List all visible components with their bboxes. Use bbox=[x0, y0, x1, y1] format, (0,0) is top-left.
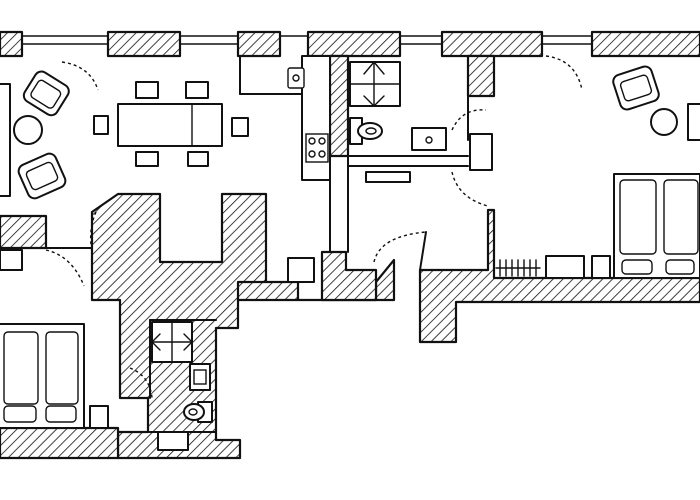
pillow-left-1 bbox=[3, 405, 37, 423]
door-leaf-entrance bbox=[419, 231, 427, 271]
round-table-right bbox=[650, 108, 678, 136]
bathroom-furniture bbox=[349, 60, 493, 183]
wall-left-mid bbox=[0, 214, 48, 250]
door-swing-bedroom bbox=[451, 171, 489, 207]
wall-top-6 bbox=[590, 30, 700, 58]
bedroom-right-furniture bbox=[495, 65, 700, 279]
door-swing-living-top bbox=[61, 61, 99, 91]
hall-furniture bbox=[0, 249, 315, 283]
bathroom-vanity bbox=[411, 127, 447, 151]
sink-bottom bbox=[189, 363, 211, 391]
stove bbox=[305, 133, 329, 163]
pillow-right-1 bbox=[621, 259, 653, 275]
chair-2 bbox=[185, 81, 209, 99]
round-table-living bbox=[13, 115, 43, 145]
burner-1 bbox=[308, 137, 316, 145]
kitchen-sink bbox=[287, 67, 305, 89]
door-swing-corridor bbox=[89, 211, 97, 253]
shoe-cabinet bbox=[287, 257, 315, 283]
pillow-right-2 bbox=[665, 259, 695, 275]
door-swing-right-top bbox=[545, 55, 583, 91]
radiator-right bbox=[495, 259, 541, 277]
bathroom-cabinet bbox=[469, 133, 493, 171]
door-swing-bath bbox=[451, 109, 487, 131]
toilet-top bbox=[349, 117, 383, 145]
mattress-right-1 bbox=[619, 179, 657, 255]
wall-top-2 bbox=[106, 30, 182, 58]
burner-3 bbox=[308, 150, 316, 158]
wc-cabinet bbox=[157, 431, 189, 451]
armchair-top bbox=[22, 70, 70, 117]
chair-4 bbox=[187, 151, 209, 167]
mattress-right-2 bbox=[663, 179, 699, 255]
chair-6 bbox=[231, 117, 249, 137]
burner-2 bbox=[318, 137, 326, 145]
wall-top-4 bbox=[306, 30, 402, 58]
armchair-bottom bbox=[17, 152, 67, 200]
chair-1 bbox=[135, 81, 159, 99]
doors bbox=[45, 55, 583, 399]
mattress-left-2 bbox=[45, 331, 79, 405]
burner-4 bbox=[318, 150, 326, 158]
pillow-left-2 bbox=[45, 405, 77, 423]
toilet-bottom bbox=[183, 401, 213, 423]
nightstand-right bbox=[591, 255, 611, 279]
chair-5 bbox=[93, 115, 109, 135]
wall-bottom-left bbox=[0, 426, 120, 460]
door-swing-left bbox=[45, 249, 85, 287]
door-swing-wc bbox=[129, 367, 153, 399]
wall-top-3 bbox=[236, 30, 282, 58]
wall-bottom-right bbox=[418, 208, 700, 344]
living-room-furniture bbox=[0, 70, 249, 200]
kitchen-furniture bbox=[287, 55, 331, 181]
side-chair-right bbox=[687, 103, 700, 141]
dresser-right bbox=[545, 255, 585, 279]
chair-3 bbox=[135, 151, 159, 167]
walls bbox=[0, 30, 700, 460]
nightstand-left bbox=[89, 405, 109, 429]
mattress-left-1 bbox=[3, 331, 39, 405]
sofa bbox=[0, 83, 11, 197]
wall-top-1 bbox=[0, 30, 24, 58]
bedroom-left-furniture bbox=[0, 323, 109, 429]
wall-bath-top bbox=[328, 54, 350, 158]
wall-partition-upper bbox=[466, 54, 496, 98]
dining-table bbox=[117, 103, 223, 147]
armchair-right bbox=[612, 65, 660, 111]
door-swing-entrance bbox=[373, 231, 427, 263]
wc-furniture bbox=[151, 321, 213, 451]
wall-corridor-right bbox=[320, 250, 378, 302]
hall-cabinet-left bbox=[0, 249, 23, 271]
shelf-hall bbox=[365, 171, 411, 183]
wall-top-5 bbox=[440, 30, 544, 58]
